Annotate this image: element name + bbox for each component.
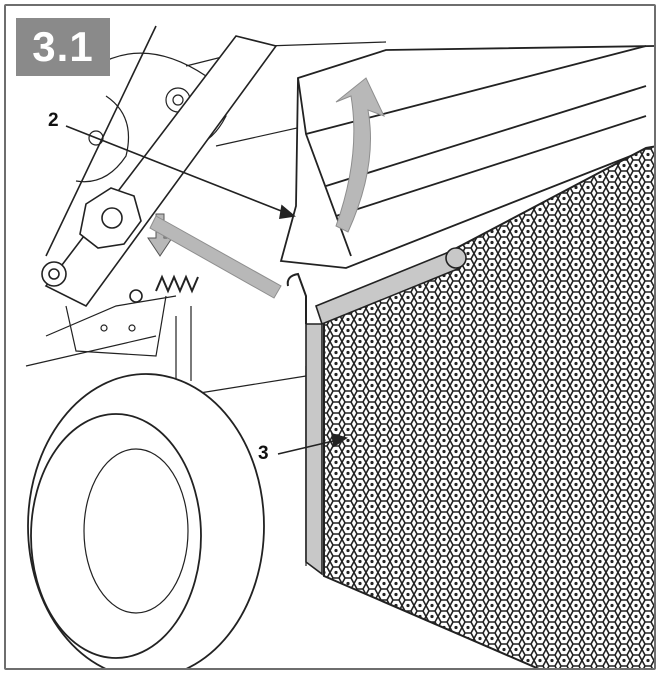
step-badge: 3.1	[16, 18, 110, 76]
knob	[41, 187, 143, 303]
callout-3: 3	[258, 443, 269, 464]
guide-arrow	[149, 215, 282, 299]
callout-2: 2	[48, 110, 59, 131]
rear-wheel	[27, 373, 265, 668]
push-down-arrow-icon	[147, 213, 173, 257]
figure-frame: 3.1 2 3	[4, 4, 656, 670]
bag-rod	[286, 247, 467, 576]
illustration	[25, 25, 654, 668]
lift-arrow-icon	[335, 77, 385, 233]
leader-lines	[65, 125, 348, 455]
spring	[155, 274, 199, 294]
